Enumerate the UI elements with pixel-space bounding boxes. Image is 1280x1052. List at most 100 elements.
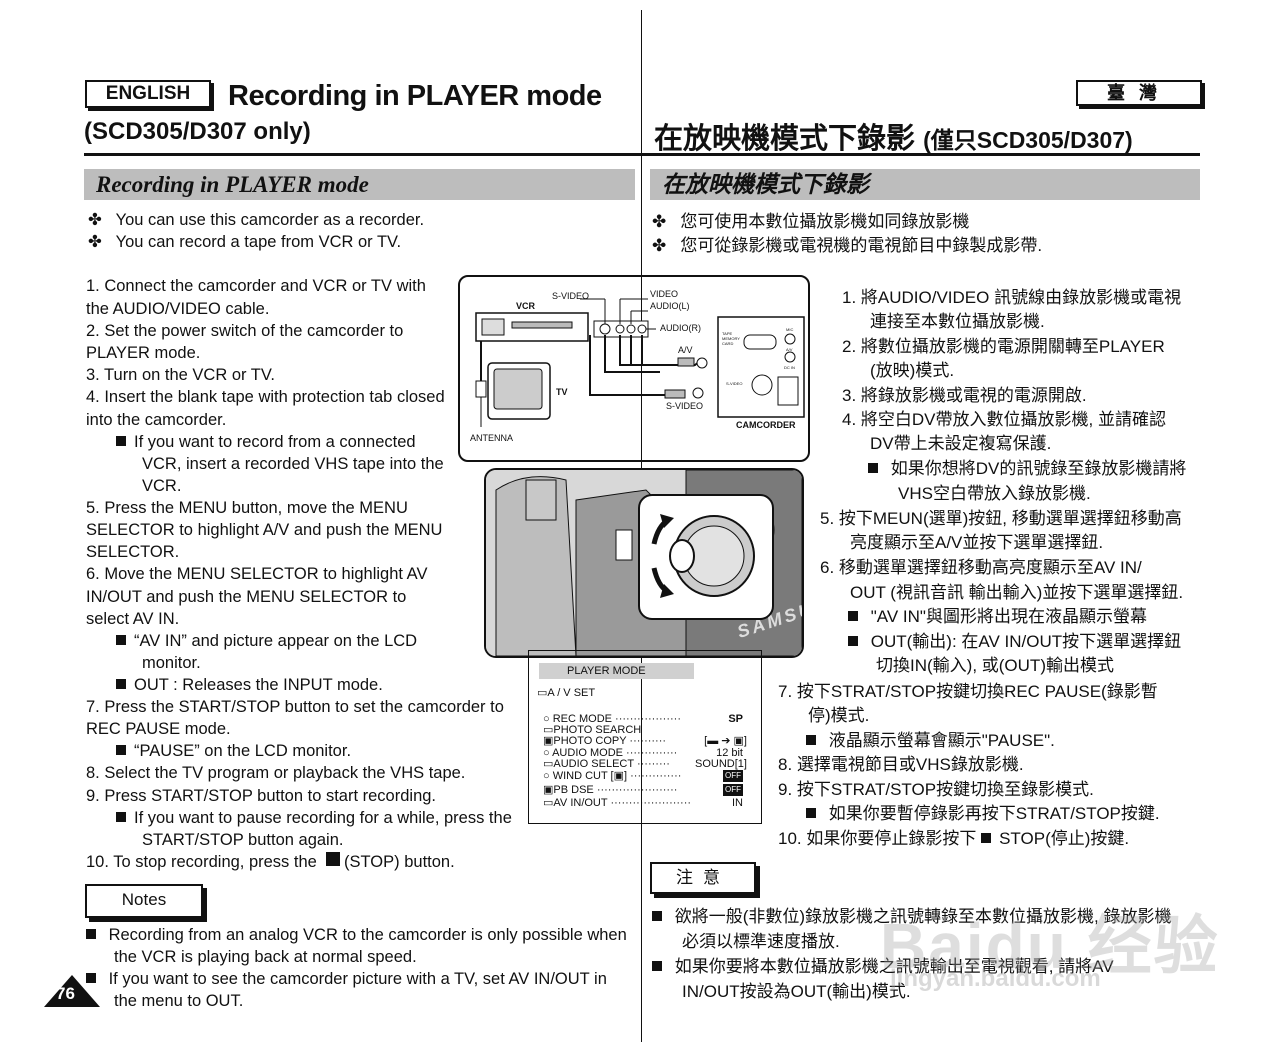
lcd-header: PLAYER MODE — [539, 663, 694, 679]
section-band-zh: 在放映機模式下錄影 — [650, 169, 1200, 200]
step-note-zh: 如果你想將DV的訊號錄至錄放影機請將 — [868, 457, 1186, 480]
step-line: 2. Set the power switch of the camcorder… — [86, 322, 404, 340]
step-line-zh: 6. 移動選單選擇鈕移動高亮度顯示至AV IN/ — [820, 558, 1142, 577]
label-av-port: A/V — [786, 347, 793, 352]
step-line: SELECTOR. — [86, 543, 180, 561]
label-antenna: ANTENNA — [470, 433, 514, 443]
note-item-zh: 如果你要將本數位攝放影機之訊號輸出至電視觀看, 請將AV — [652, 955, 1114, 978]
label-audio-r: AUDIO(R) — [660, 323, 701, 333]
step-line: VCR. — [142, 477, 182, 495]
lcd-value: [▬ ➔ ▣] — [704, 735, 747, 747]
menu-selector-dial — [651, 514, 755, 598]
connection-diagram: S-VIDEO VIDEO AUDIO(L) AUDIO(R) VCR TV A… — [458, 275, 810, 462]
lcd-value: 12 bit — [716, 747, 743, 759]
connection-illustration — [475, 298, 805, 427]
step-line-zh: 10. 如果你要停止錄影按下 STOP(停止)按鍵. — [778, 829, 1130, 848]
step-line-zh: VHS空白帶放入錄放影機. — [898, 484, 1091, 503]
step-line-zh: 5. 按下MEUN(選單)按鈕, 移動選單選擇鈕移動高 — [820, 509, 1182, 528]
step-line: VCR, insert a recorded VHS tape into the — [142, 455, 444, 473]
step-line: the AUDIO/VIDEO cable. — [86, 300, 270, 318]
step-line-zh: 4. 將空白DV帶放入數位攝放影機, 並請確認 — [842, 410, 1166, 429]
step-note: If you want to record from a connected — [116, 431, 416, 453]
step-line: 10. To stop recording, press the (STOP) … — [86, 852, 455, 871]
note-line-zh: 必須以標準速度播放. — [682, 932, 840, 951]
label-av: A/V — [678, 345, 693, 355]
label-svideo-port: S-VIDEO — [726, 381, 743, 386]
lcd-value: OFF — [723, 770, 743, 782]
language-label-zh: 臺灣 — [1076, 80, 1202, 106]
step-line: monitor. — [142, 654, 201, 672]
step-line: 4. Insert the blank tape with protection… — [86, 388, 445, 406]
lcd-menu-title: ▭A / V SET — [537, 687, 596, 699]
label-svideo-cable: S-VIDEO — [666, 401, 704, 411]
page-title: Recording in PLAYER mode — [228, 80, 602, 112]
page-number: 76 — [56, 984, 75, 1003]
step-line: 9. Press START/STOP button to start reco… — [86, 787, 437, 805]
label-camcorder: CAMCORDER — [736, 420, 796, 430]
notes-label: Notes — [85, 884, 203, 918]
page-number-badge — [44, 975, 100, 1007]
lcd-row: ▭AUDIO SELECT ········· — [543, 758, 670, 770]
lcd-value: OFF — [723, 784, 743, 796]
step-line-zh: 8. 選擇電視節目或VHS錄放影機. — [778, 755, 1024, 774]
header-rule — [84, 153, 1200, 156]
lcd-value: IN — [732, 797, 743, 809]
step-note-zh: OUT(輸出): 在AV IN/OUT按下選單選擇鈕 — [848, 630, 1181, 653]
step-line: select AV IN. — [86, 610, 180, 628]
step-line: 6. Move the MENU SELECTOR to highlight A… — [86, 565, 428, 583]
section-band-en: Recording in PLAYER mode — [84, 169, 635, 200]
step-note: If you want to pause recording for a whi… — [116, 807, 512, 829]
note-line: the VCR is playing back at normal speed. — [114, 948, 417, 966]
step-line: 7. Press the START/STOP button to set th… — [86, 698, 504, 716]
language-label: ENGLISH — [85, 80, 211, 108]
step-line-zh: 3. 將錄放影機或電視的電源開啟. — [842, 386, 1087, 405]
step-line-zh: 7. 按下STRAT/STOP按鍵切換REC PAUSE(錄影暫 — [778, 682, 1158, 701]
page-title-zh: 在放映機模式下錄影 (僅只SCD305/D307) — [654, 115, 1133, 157]
step-line-zh: 切換IN(輸入), 或(OUT)輸出模式 — [876, 656, 1114, 675]
lcd-row: ▭PHOTO SEARCH — [543, 724, 642, 736]
note-line-zh: IN/OUT按設為OUT(輸出)模式. — [682, 982, 911, 1001]
watermark-logo: Baidu 经验 — [880, 910, 1220, 982]
step-line: 5. Press the MENU button, move the MENU — [86, 499, 408, 517]
page-subtitle: (SCD305/D307 only) — [84, 118, 311, 145]
lcd-row: ○ REC MODE ·················· — [543, 713, 681, 725]
step-line-zh: DV帶上未設定複寫保護. — [870, 434, 1052, 453]
step-line-zh: 停)模式. — [808, 706, 870, 725]
step-line-zh: 連接至本數位攝放影機. — [870, 312, 1045, 331]
step-line-zh: 1. 將AUDIO/VIDEO 訊號線由錄放影機或電視 — [842, 288, 1182, 307]
intro-item-zh: ✤ 您可使用本數位攝放影機如同錄放影機 — [652, 212, 970, 231]
step-note: “PAUSE” on the LCD monitor. — [116, 740, 351, 762]
label-audio-l: AUDIO(L) — [650, 301, 690, 311]
label-tv: TV — [556, 387, 568, 397]
step-line-zh: 亮度顯示至A/V並按下選單選擇鈕. — [850, 533, 1104, 552]
step-note-zh: 液晶顯示螢幕會顯示"PAUSE". — [806, 729, 1055, 752]
note-item-zh: 欲將一般(非數位)錄放影機之訊號轉錄至本數位攝放影機, 錄放影機 — [652, 905, 1172, 928]
step-line: 8. Select the TV program or playback the… — [86, 764, 466, 782]
intro-item-zh: ✤ 您可從錄影機或電視機的電視節目中錄製成影帶. — [652, 236, 1043, 255]
step-line: START/STOP button again. — [142, 831, 344, 849]
title-zh-main: 在放映機模式下錄影 — [654, 123, 916, 155]
step-line: PLAYER mode. — [86, 344, 201, 362]
intro-item: ✤ You can record a tape from VCR or TV. — [88, 233, 402, 251]
step-line-zh: OUT (視訊音訊 輸出輸入)並按下選單選擇鈕. — [850, 583, 1184, 602]
step-line-zh: 9. 按下STRAT/STOP按鍵切換至錄影模式. — [778, 780, 1094, 799]
lcd-row: ○ AUDIO MODE ·············· — [543, 747, 678, 759]
lcd-row: ▣PB DSE ······················ — [543, 784, 678, 796]
step-line: SELECTOR to highlight A/V and push the M… — [86, 521, 443, 539]
lcd-row: ▭AV IN/OUT ······················ — [543, 797, 692, 809]
label-mic: MIC — [786, 327, 794, 332]
step-line: into the camcorder. — [86, 411, 227, 429]
step-line: 3. Turn on the VCR or TV. — [86, 366, 275, 384]
lcd-value: SP — [728, 713, 743, 725]
intro-item: ✤ You can use this camcorder as a record… — [88, 211, 425, 229]
label-svideo: S-VIDEO — [552, 291, 590, 301]
note-item: Recording from an analog VCR to the camc… — [86, 924, 627, 946]
step-note: “AV IN” and picture appear on the LCD — [116, 630, 417, 652]
label-vcr: VCR — [516, 301, 536, 311]
lcd-row: ▣PHOTO COPY ·········· — [543, 735, 667, 747]
label-tape: TAPE MEMORY CARD — [722, 331, 740, 346]
step-note-zh: "AV IN"與圖形將出現在液晶顯示螢幕 — [848, 605, 1147, 628]
note-line: the menu to OUT. — [114, 992, 244, 1010]
step-line-zh: 2. 將數位攝放影機的電源開關轉至PLAYER — [842, 337, 1165, 356]
note-item: If you want to see the camcorder picture… — [86, 968, 607, 990]
